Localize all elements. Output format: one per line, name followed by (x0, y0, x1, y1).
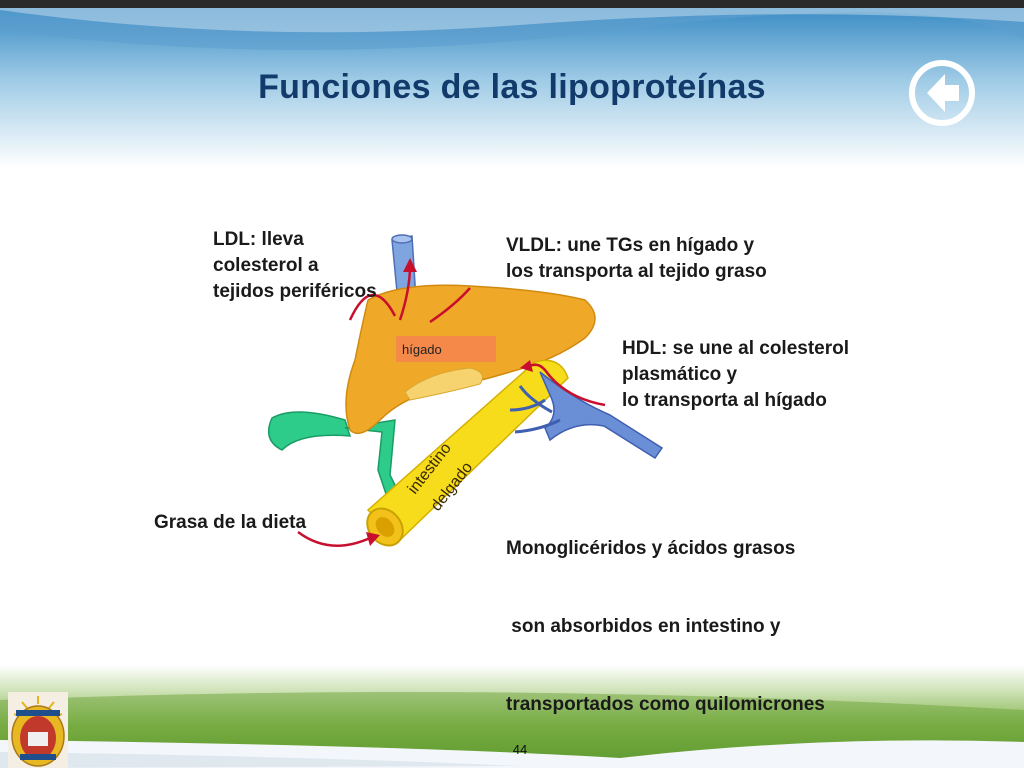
vein-branches (509, 385, 561, 434)
mono-line-1: Monoglicéridos y ácidos grasos (506, 538, 796, 559)
vldl-line-1: VLDL: une TGs en hígado y (506, 235, 755, 256)
liver-label: hígado (402, 342, 442, 357)
mono-line-3: transportados como quilomicrones (506, 694, 825, 715)
diagram-panel (228, 228, 718, 558)
slide-title: Funciones de las lipoproteínas (258, 68, 766, 106)
diet-line-1: Grasa de la dieta (154, 512, 307, 533)
hdl-annotation: HDL: se une al colesterol plasmático y l… (622, 336, 849, 414)
vena-cava-opening (391, 234, 413, 244)
hdl-arrowhead (520, 360, 533, 372)
small-intestine (366, 359, 569, 542)
vldl-up-arrowhead (403, 258, 417, 272)
ldl-line-1: LDL: lleva (213, 229, 304, 250)
vldl-arrow (429, 287, 471, 324)
mono-line-2: son absorbidos en intestino y (506, 616, 781, 637)
page-number: 44 (512, 742, 528, 757)
liver-label-box (396, 336, 496, 362)
ldl-arrow (348, 293, 397, 321)
hdl-line-3: lo transporta al hígado (622, 390, 827, 411)
diet-arrow (297, 530, 371, 547)
vldl-annotation: VLDL: une TGs en hígado y los transporta… (506, 233, 767, 285)
ldl-line-2: colesterol a (213, 255, 319, 276)
hdl-arrow (529, 363, 606, 407)
hdl-line-2: plasmático y (622, 364, 738, 385)
ldl-line-3: tejidos periféricos (213, 281, 377, 302)
diet-arrowhead (366, 532, 380, 546)
intestine-lumen (375, 517, 395, 537)
monoglyceride-annotation: Monoglicéridos y ácidos grasos son absor… (506, 484, 825, 768)
ldl-annotation: LDL: lleva colesterol a tejidos periféri… (213, 227, 377, 305)
vldl-line-2: los transporta al tejido graso (506, 261, 767, 282)
portal-vein (539, 371, 664, 460)
pancreas (404, 367, 483, 401)
hdl-line-1: HDL: se une al colesterol (622, 338, 850, 359)
university-seal-icon (8, 692, 68, 768)
back-arrow-icon[interactable] (907, 58, 977, 128)
gallbladder (267, 411, 352, 451)
diet-annotation: Grasa de la dieta (154, 510, 306, 536)
